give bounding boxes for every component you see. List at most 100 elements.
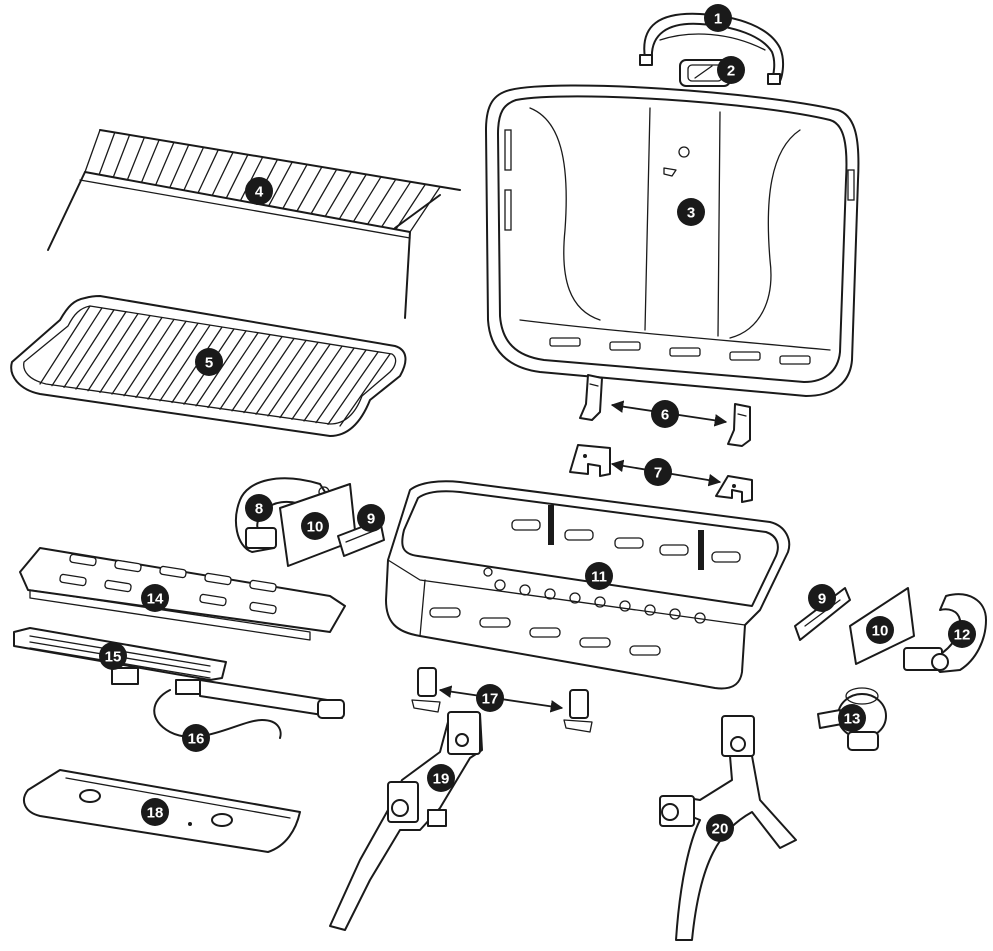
part-callout-16: 16 (182, 724, 210, 752)
grill-lid (485, 84, 860, 397)
callout-circle (717, 56, 745, 84)
rack-wire (112, 134, 131, 178)
callout-circle (838, 704, 866, 732)
callout-number: 9 (818, 591, 826, 608)
callout-circle (644, 458, 672, 486)
callout-number: 16 (188, 731, 205, 748)
rack-wire (282, 164, 308, 210)
part-callout-4: 4 (245, 177, 273, 205)
callout-number: 12 (954, 627, 971, 644)
heat-tent (19, 547, 346, 641)
callout-number: 10 (872, 623, 889, 640)
callout-circle (195, 348, 223, 376)
grate-wire (219, 334, 271, 410)
leg-bracket-right (563, 689, 593, 733)
rack-wire (395, 183, 426, 231)
rack-wire (366, 178, 397, 225)
rack-wire (352, 176, 382, 223)
part-callout-7: 7 (644, 458, 672, 486)
warming-rack (47, 129, 461, 319)
part-callout-1: 1 (704, 4, 732, 32)
callout-number: 7 (654, 465, 662, 482)
grate-wire (111, 316, 163, 395)
part-callout-19: 19 (427, 764, 455, 792)
grate-wire (51, 307, 103, 387)
callout-circle (245, 494, 273, 522)
part-callout-20: 20 (706, 814, 734, 842)
part-callout-18: 18 (141, 798, 169, 826)
hinge-bracket-left (579, 374, 603, 421)
callout-circle (182, 724, 210, 752)
grate-wire (279, 343, 331, 419)
callout-circle (651, 400, 679, 428)
callout-number: 1 (714, 11, 722, 28)
callout-circle (948, 620, 976, 648)
callout-circle (704, 4, 732, 32)
grate-wire (75, 311, 127, 390)
grate-wire (87, 313, 139, 392)
part-callout-13: 13 (838, 704, 866, 732)
callout-number: 6 (661, 407, 669, 424)
grate-wire (135, 320, 187, 399)
rack-wire (409, 186, 441, 233)
callout-circle (427, 764, 455, 792)
callout-circle (99, 642, 127, 670)
rack-wire (268, 161, 293, 207)
hinge-bracket-right (727, 403, 751, 447)
callout-number: 5 (205, 355, 213, 372)
callout-number: 2 (727, 63, 735, 80)
hinge-plate-left (569, 444, 611, 477)
callout-circle (245, 177, 273, 205)
leg-bracket-left (411, 667, 441, 713)
callout-circle (706, 814, 734, 842)
lid-handle (639, 12, 785, 85)
callout-circle (141, 798, 169, 826)
callout-circle (141, 584, 169, 612)
rack-wire (239, 156, 264, 202)
part-callout-2: 2 (717, 56, 745, 84)
grate-wire (303, 347, 355, 422)
grate-wire (267, 341, 319, 417)
burner (13, 627, 345, 719)
rack-wire (381, 181, 412, 228)
rack-wire (98, 131, 116, 176)
rack-wire (140, 139, 160, 184)
part-callout-10: 10 (866, 616, 894, 644)
part-callout-5: 5 (195, 348, 223, 376)
rack-wire (338, 173, 367, 220)
rack-wire (310, 169, 338, 215)
callout-circle (357, 504, 385, 532)
grate-wire (327, 351, 379, 425)
part-callout-9: 9 (808, 584, 836, 612)
rack-wire (197, 149, 219, 194)
callout-number: 3 (687, 205, 695, 222)
callout-number: 10 (307, 519, 324, 536)
part-callout-6: 6 (651, 400, 679, 428)
part-callout-15: 15 (99, 642, 127, 670)
callout-number: 17 (482, 691, 499, 708)
part-callout-10: 10 (301, 512, 329, 540)
rack-wire (225, 154, 249, 199)
callout-circle (808, 584, 836, 612)
part-callout-14: 14 (141, 584, 169, 612)
rack-wire (324, 171, 352, 217)
ignition-wire (153, 689, 282, 739)
leg-left (329, 711, 483, 931)
callout-circle (677, 198, 705, 226)
grate-wire (231, 336, 283, 412)
callout-number: 8 (255, 501, 263, 518)
rack-wire (84, 129, 101, 173)
callout-circle (866, 616, 894, 644)
cooking-grate (10, 295, 407, 437)
part-callout-11: 11 (585, 562, 613, 590)
rack-wire (155, 141, 175, 186)
part-callout-12: 12 (948, 620, 976, 648)
grate-wire (39, 305, 91, 385)
callout-number: 19 (433, 771, 450, 788)
part-callout-8: 8 (245, 494, 273, 522)
part-callout-17: 17 (476, 684, 504, 712)
grate-wire (291, 345, 343, 420)
leg-right (659, 715, 797, 941)
